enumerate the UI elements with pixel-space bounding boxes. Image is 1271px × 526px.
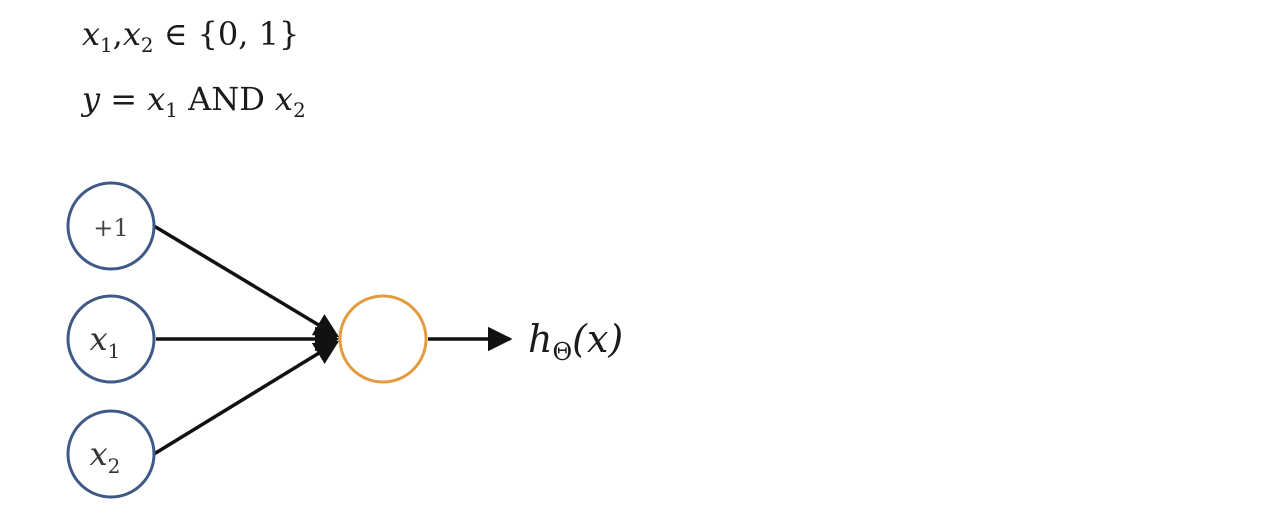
comma: , bbox=[112, 15, 123, 53]
edge-x2-to-unit bbox=[153, 340, 340, 456]
x1-node-var: x bbox=[90, 320, 108, 358]
bias-node bbox=[66, 181, 156, 271]
x1-var: x bbox=[82, 15, 101, 53]
equals: = bbox=[100, 80, 148, 118]
bias-label: +1 bbox=[93, 214, 128, 242]
def-x1-var: x bbox=[147, 80, 166, 118]
x1-node-sub: 1 bbox=[108, 339, 121, 363]
and-operator: AND bbox=[177, 80, 276, 118]
x2-var: x bbox=[122, 15, 141, 53]
x2-node-sub: 2 bbox=[108, 454, 121, 478]
x2-node-var: x bbox=[90, 435, 108, 473]
output-h: h bbox=[528, 317, 552, 361]
x1-node-label: x1 bbox=[90, 320, 121, 363]
output-label: hΘ(x) bbox=[528, 317, 623, 366]
x1-sub: 1 bbox=[100, 33, 113, 57]
output-theta-sub: Θ bbox=[552, 338, 572, 366]
x2-node-label: x2 bbox=[90, 435, 121, 478]
x2-node bbox=[66, 409, 156, 499]
def-x2-var: x bbox=[275, 80, 294, 118]
y-var: y bbox=[82, 80, 101, 118]
edge-bias-to-unit bbox=[153, 224, 340, 338]
def-x1-sub: 1 bbox=[165, 98, 178, 122]
x1-node bbox=[66, 294, 156, 384]
activation-unit bbox=[338, 294, 428, 384]
and-definition: y = x1 AND x2 bbox=[82, 80, 306, 122]
input-domain-statement: x1,x2 ∈ {0, 1} bbox=[82, 15, 299, 57]
def-x2-sub: 2 bbox=[293, 98, 306, 122]
membership: ∈ {0, 1} bbox=[153, 15, 300, 53]
output-arg: (x) bbox=[572, 317, 623, 361]
x2-sub: 2 bbox=[140, 33, 154, 57]
